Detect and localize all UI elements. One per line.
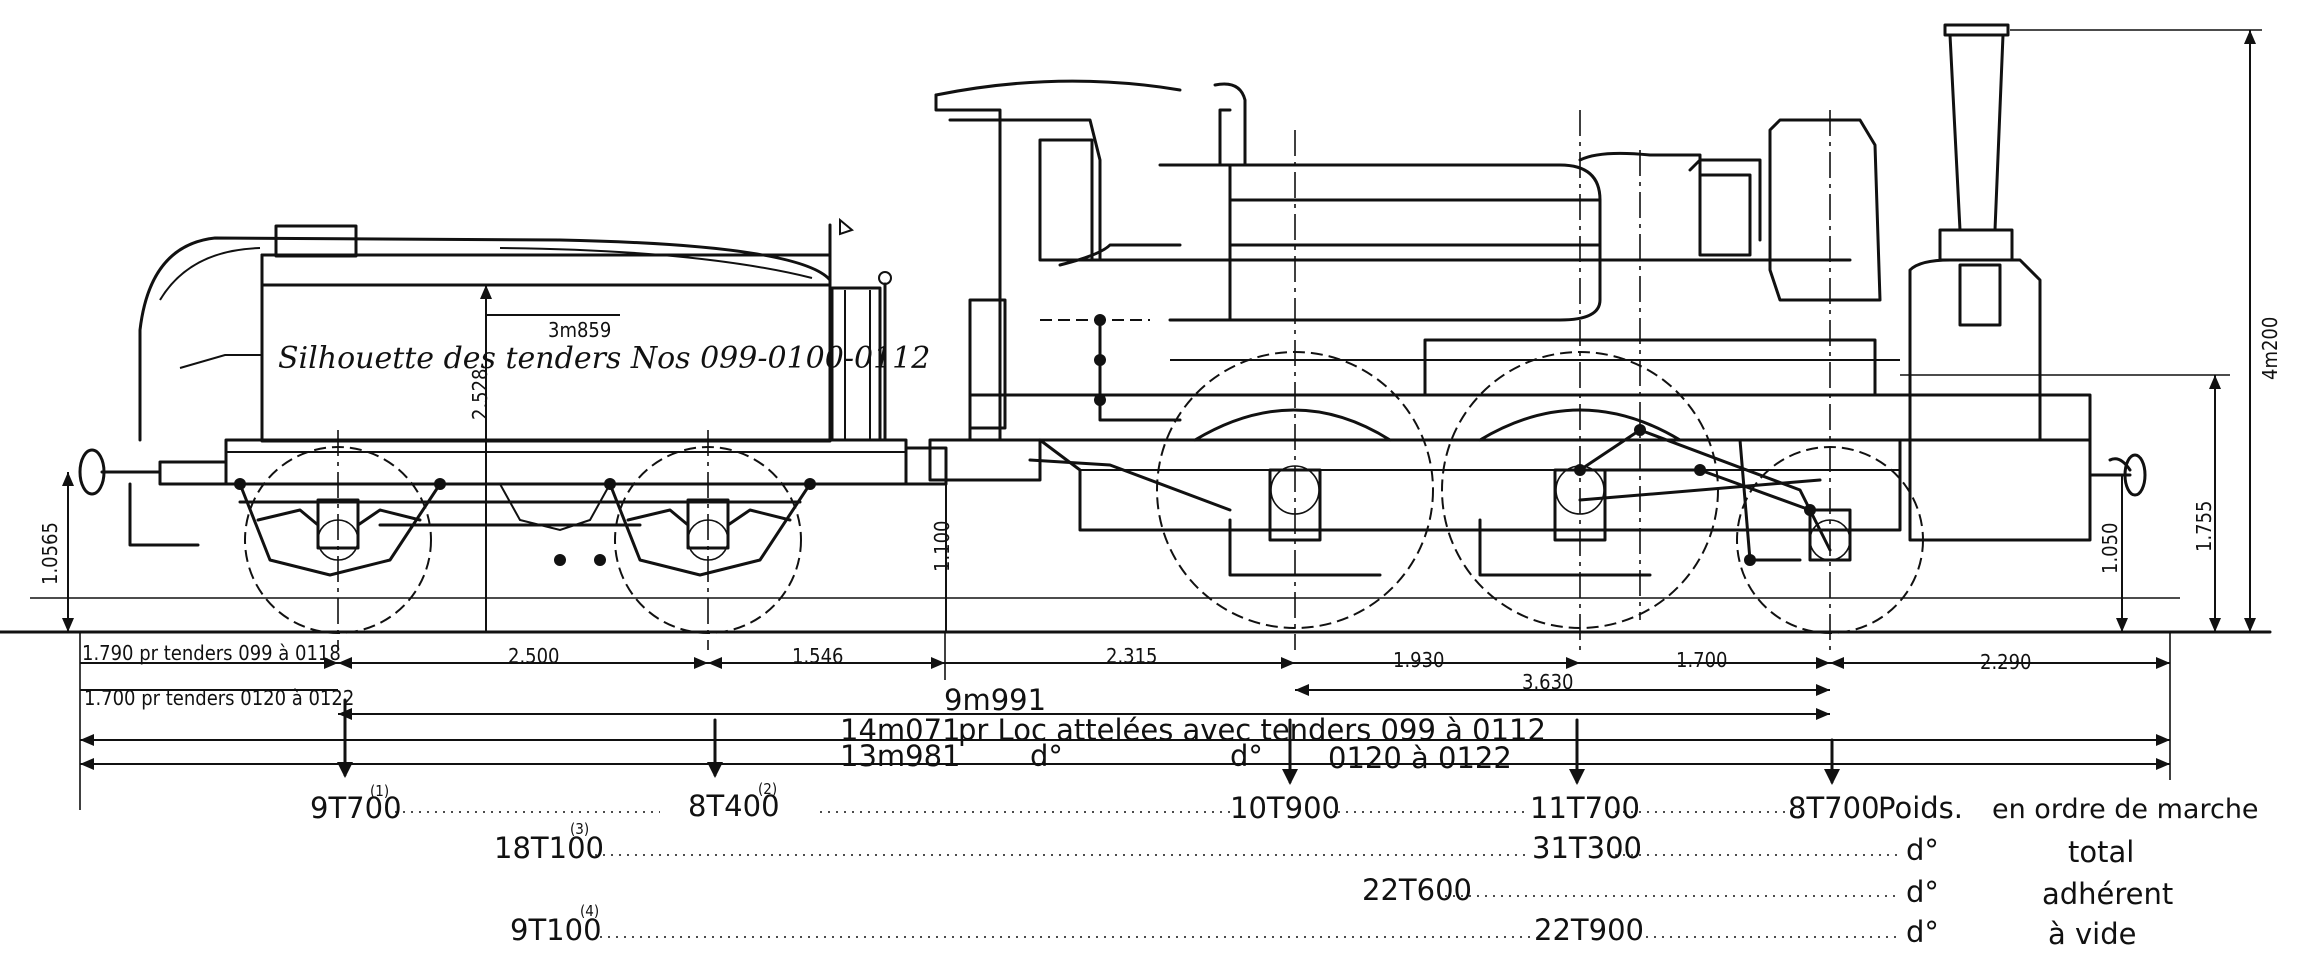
drawing-title: Silhouette des tenders Nos 099-0100-0112 [278,341,931,376]
dim-tender-overhang-a: 1.790 pr tenders 099 à 0118 [82,641,341,665]
dim-coupled-to-front: 1.700 [1676,648,1728,672]
weight-engine-adhesive: 22T600 [1362,873,1472,907]
weight-row-label-4: à vide [2048,917,2137,951]
dim-driving-to-coupled: 1.930 [1393,648,1445,672]
dim-engine-wheelbase: 3.630 [1522,670,1574,694]
dim-tank-height: 2.528 [468,368,492,421]
weight-row-label-1b: en ordre de marche [1992,794,2259,825]
dim-tender-overhang-b: 1.700 pr tenders 0120 à 0122 [84,686,355,710]
weight-row-label-3: adhérent [2042,877,2174,911]
weight-tender-total: 18T100 [494,831,604,865]
dim-tender-buffer-height: 1.0565 [38,522,62,585]
dim-length-b-label: 0120 à 0122 [1328,741,1512,775]
dim-chimney-height: 4m200 [2258,316,2282,380]
vertical-dimension-lines [62,29,2262,632]
dim-tender-wheelbase: 2.500 [508,644,560,668]
weight-leaders [395,811,1900,938]
horizontal-dimension-lines [79,632,2171,810]
dim-platform-height: 1.755 [2192,500,2216,553]
dim-drawbar-height: 1.100 [930,520,954,573]
dim-engine-rear-to-driving: 2.315 [1106,644,1158,668]
weight-engine-middle: 11T700 [1530,791,1640,825]
tender [78,217,948,650]
weight-row-label-1: Poids. [1878,791,1963,825]
weight-engine-front: 8T700 [1788,791,1880,825]
weight-engine-rear: 10T900 [1230,791,1340,825]
dim-length-a-value: 14m071 [840,713,961,747]
weight-row-label-2-ditto: d° [1906,833,1939,867]
dim-length-b-value: 13m981 [840,739,961,773]
dim-tank-length: 3m859 [548,318,612,342]
weight-tender-rear-note: (1) [370,782,390,800]
locomotive [928,23,2147,650]
dim-front-buffer-height: 1.050 [2098,522,2122,575]
weight-engine-total: 31T300 [1532,831,1642,865]
weight-tender-empty-note: (4) [580,902,600,920]
weight-tender-total-note: (3) [570,820,590,838]
dim-length-a-label: pr Loc attelées avec tenders 099 à 0112 [958,713,1546,747]
weight-tender-front-note: (2) [758,780,778,798]
rail-line [0,597,2272,634]
weight-engine-empty: 22T900 [1534,913,1644,947]
weight-tender-rear: 9T700 [310,791,402,825]
dim-length-b-ditto: d° [1030,739,1063,773]
weight-tender-front: 8T400 [688,789,780,823]
dim-tender-to-engine: 1.546 [792,644,844,668]
dim-total-wheelbase: 9m991 [944,683,1047,717]
weight-tender-empty: 9T100 [510,913,602,947]
weight-row-label-4-ditto: d° [1906,915,1939,949]
dim-front-overhang: 2.290 [1980,650,2032,674]
weight-row-label-2: total [2068,835,2135,869]
weight-row-label-3-ditto: d° [1906,875,1939,909]
dim-length-b-ditto2: d° [1230,739,1263,773]
